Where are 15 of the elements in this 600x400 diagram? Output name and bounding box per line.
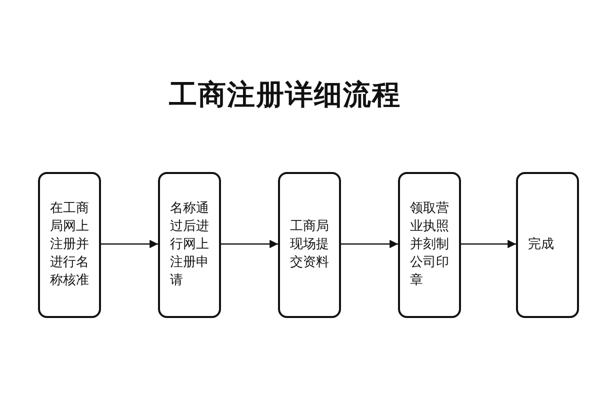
arrow — [341, 240, 398, 248]
arrow — [461, 240, 516, 248]
arrow — [221, 240, 278, 248]
process-box — [398, 172, 461, 318]
step-text: 名称通过后进行网上注册申请 — [170, 200, 209, 290]
step-text: 在工商局网上注册并进行名称核准 — [50, 200, 89, 290]
step-text: 工商局现场提交资料 — [290, 218, 329, 272]
arrow — [101, 240, 158, 248]
title: 工商注册详细流程 — [168, 77, 402, 113]
process-box — [38, 172, 101, 318]
process-box — [158, 172, 221, 318]
process-box — [278, 172, 341, 318]
step-text: 完成 — [528, 236, 555, 254]
step-text: 领取营业执照并刻制公司印章 — [410, 200, 449, 290]
process-box — [516, 172, 579, 318]
